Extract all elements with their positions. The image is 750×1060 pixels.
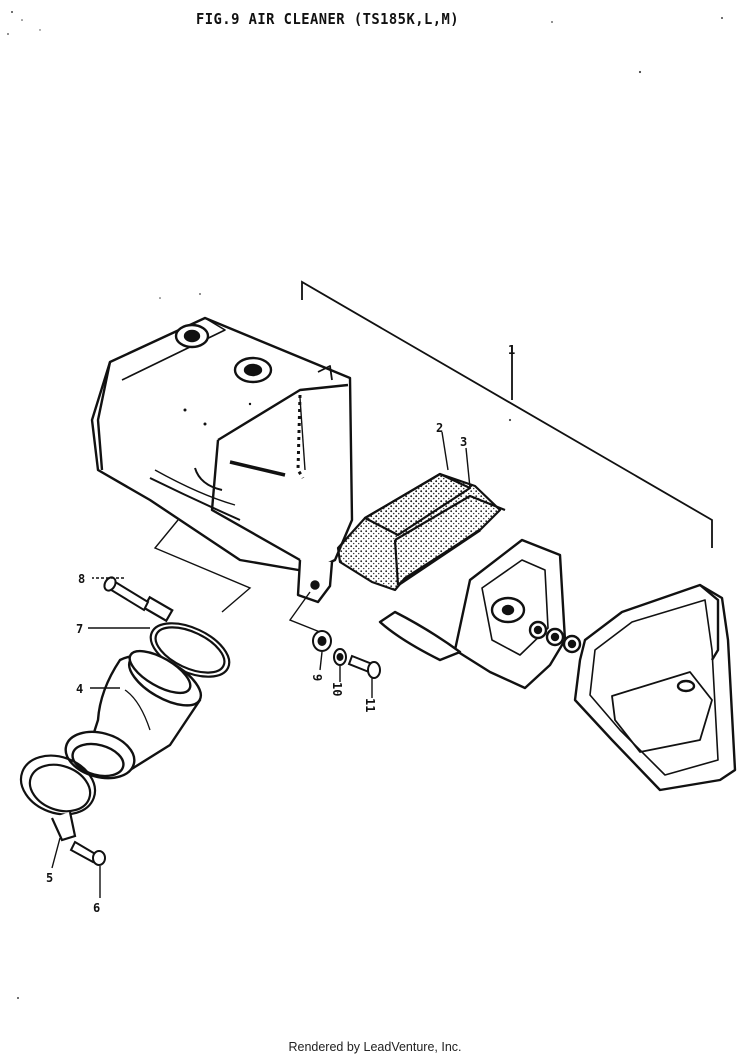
element-holder: [378, 538, 582, 690]
callout-9: 9: [310, 674, 324, 681]
assembly-bracket: [301, 280, 713, 548]
filter-element: [336, 472, 506, 592]
footer-credit: Rendered by LeadVenture, Inc.: [288, 1040, 462, 1054]
hose-clamp-screw: [69, 840, 106, 866]
reference-lines: [51, 431, 471, 898]
bolt: [347, 654, 381, 679]
callout-4: 4: [76, 682, 83, 696]
callout-labels: 1 2 3 4 5 6 7 8 9 10 11: [46, 343, 515, 915]
callout-10: 10: [330, 682, 344, 696]
figure-title: FIG.9 AIR CLEANER (TS185K,L,M): [196, 10, 460, 28]
callout-1: 1: [508, 343, 515, 357]
callout-5: 5: [46, 871, 53, 885]
callout-6: 6: [93, 901, 100, 915]
callout-11: 11: [363, 698, 377, 712]
hose-clamp: [19, 754, 97, 842]
nut: [333, 648, 347, 666]
air-cleaner-case: [90, 316, 354, 604]
air-cleaner-cover: [573, 583, 737, 792]
intake-tube: [64, 649, 202, 780]
callout-7: 7: [76, 622, 83, 636]
scan-specks: [7, 11, 723, 999]
clamp-screw: [103, 576, 150, 612]
callout-2: 2: [436, 421, 443, 435]
callout-3: 3: [460, 435, 467, 449]
callout-8: 8: [78, 572, 85, 586]
washer: [312, 630, 332, 652]
